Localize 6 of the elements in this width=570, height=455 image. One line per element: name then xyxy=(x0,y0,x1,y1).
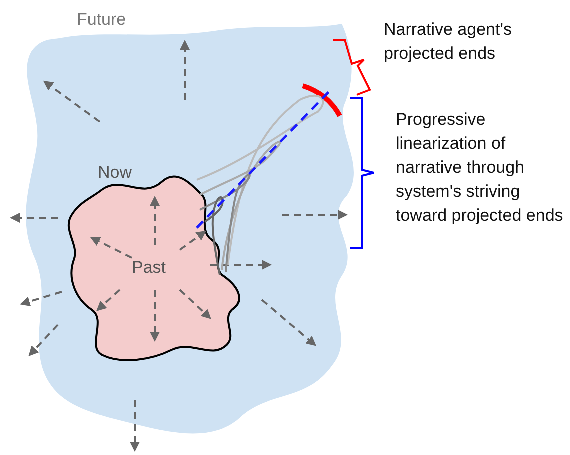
annotation-text: Narrative agent's projected ends xyxy=(384,19,513,65)
region-label: Past xyxy=(132,258,166,278)
region-label: Future xyxy=(77,10,126,30)
annotation-text: Progressive linearization of narrative through system's striving toward projected ends xyxy=(396,109,564,227)
connector-line xyxy=(196,89,332,229)
region-label: Now xyxy=(98,163,132,183)
